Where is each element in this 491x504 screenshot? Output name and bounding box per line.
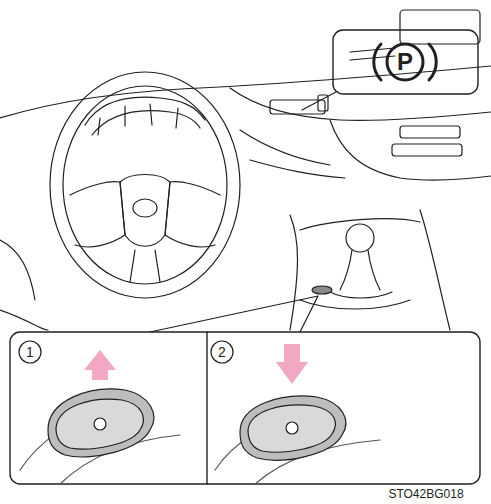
- figure-code: STO42BG018: [388, 488, 463, 500]
- steering-wheel: [50, 72, 240, 298]
- callout-number: 2: [218, 345, 226, 359]
- indicator-letter: P: [397, 50, 413, 74]
- indicator-callout: [302, 30, 478, 110]
- callout-number: 1: [26, 345, 34, 359]
- center-console: [290, 210, 450, 330]
- dashboard: [0, 10, 491, 330]
- leader-lines: [150, 296, 318, 332]
- switch-inset: [10, 332, 480, 484]
